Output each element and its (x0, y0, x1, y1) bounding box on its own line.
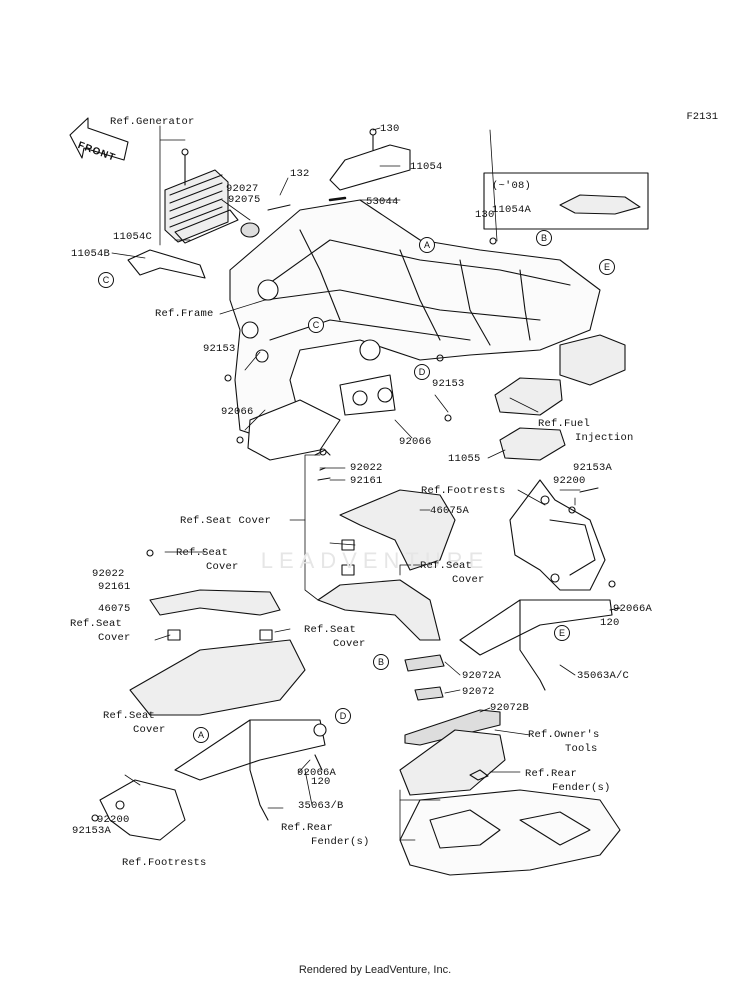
label-35063b[interactable]: 35063/B (298, 800, 344, 812)
label-ref-rear-fender-right-2[interactable]: Fender(s) (552, 782, 611, 794)
leader-lines (111, 125, 581, 841)
label-ref-owners-tools-2[interactable]: Tools (565, 743, 598, 755)
label-92022-left[interactable]: 92022 (92, 568, 125, 580)
label-46075a[interactable]: 46075A (430, 505, 470, 517)
callout-e-1: E (599, 259, 615, 275)
callout-d-2: D (335, 708, 351, 724)
callout-a-1: A (419, 237, 435, 253)
label-92072b[interactable]: 92072B (490, 702, 530, 714)
label-ref-seat-cover-5a[interactable]: Ref.Seat (304, 624, 357, 636)
strap-92072 (414, 686, 444, 701)
rear-fender-tray (399, 769, 621, 876)
label-92161-top[interactable]: 92161 (350, 475, 383, 487)
label-ref-rear-fender-left-1[interactable]: Ref.Rear (281, 822, 334, 834)
label-92200-left[interactable]: 92200 (97, 814, 130, 826)
tool-bag (399, 729, 506, 796)
label-ref-owners-tools-1[interactable]: Ref.Owner's (528, 729, 600, 741)
strap-92072a (404, 654, 445, 672)
label-92153-a[interactable]: 92153 (203, 343, 236, 355)
grab-rail-left (146, 549, 281, 641)
label-11054c[interactable]: 11054C (113, 231, 153, 243)
label-ref-fuel-1[interactable]: Ref.Fuel (538, 418, 591, 430)
label-ref-rear-fender-right-1[interactable]: Ref.Rear (525, 768, 578, 780)
ecu-cover (559, 334, 626, 386)
label-92153a-left[interactable]: 92153A (72, 825, 112, 837)
label-11055[interactable]: 11055 (448, 453, 481, 465)
callout-b-1: B (536, 230, 552, 246)
label-92066-b[interactable]: 92066 (399, 436, 432, 448)
strap-92072b (404, 709, 501, 746)
label-46075[interactable]: 46075 (98, 603, 131, 615)
callout-a-2: A (193, 727, 209, 743)
label-ref-seat-cover-4b[interactable]: Cover (98, 632, 131, 644)
label-92075[interactable]: 92075 (228, 194, 261, 206)
callout-c-2: C (308, 317, 324, 333)
rubber-92075 (240, 222, 260, 238)
footer-credit: Rendered by LeadVenture, Inc. (298, 964, 452, 976)
ecu-tray (494, 377, 563, 416)
label-92200-right[interactable]: 92200 (553, 475, 586, 487)
label-92072[interactable]: 92072 (462, 686, 495, 698)
grab-rail-right (314, 448, 456, 641)
bolt-132 (267, 204, 291, 211)
regulator-assembly (127, 148, 239, 279)
label-11054b[interactable]: 11054B (71, 248, 111, 260)
label-ref-seat-cover-2a[interactable]: Ref.Seat (420, 560, 473, 572)
label-92066a-left[interactable]: 92066A (297, 767, 337, 779)
label-92161-left[interactable]: 92161 (98, 581, 131, 593)
label-ref-seat-cover-3a[interactable]: Ref.Seat (176, 547, 229, 559)
label-92027[interactable]: 92027 (226, 183, 259, 195)
side-cover-left (129, 639, 306, 716)
label-ref-seat-cover-5b[interactable]: Cover (333, 638, 366, 650)
label-ref-footrests-right[interactable]: Ref.Footrests (421, 485, 506, 497)
label-130-mid[interactable]: 130 (475, 209, 495, 221)
footrest-bracket-right (509, 479, 606, 591)
footrest-bracket-left (91, 779, 186, 841)
label-ref-seat-cover-3b[interactable]: Cover (206, 561, 239, 573)
rubber-11055 (499, 427, 566, 461)
label-11054[interactable]: 11054 (410, 161, 443, 173)
label-ref-seat-cover-6a[interactable]: Ref.Seat (103, 710, 156, 722)
label-92066-a[interactable]: 92066 (221, 406, 254, 418)
front-arrow-icon (69, 117, 129, 161)
carrier-right (459, 580, 621, 691)
label-35063ac[interactable]: 35063A/C (577, 670, 630, 682)
watermark: LEADVENTURE (260, 548, 490, 573)
label-ref-seat-cover-2b[interactable]: Cover (452, 574, 485, 586)
label-120-right[interactable]: 120 (600, 617, 620, 629)
label-92153-b[interactable]: 92153 (432, 378, 465, 390)
label-132[interactable]: 132 (290, 168, 310, 180)
label-92072a[interactable]: 92072A (462, 670, 502, 682)
label-ref-footrests-left[interactable]: Ref.Footrests (122, 857, 207, 869)
label-92153a-right[interactable]: 92153A (573, 462, 613, 474)
label-92022-top[interactable]: 92022 (350, 462, 383, 474)
label-ref-fuel-2[interactable]: Injection (575, 432, 634, 444)
label-11054a[interactable]: 11054A (492, 204, 532, 216)
label-ref-rear-fender-left-2[interactable]: Fender(s) (311, 836, 370, 848)
callout-e-2: E (554, 625, 570, 641)
inset-label: (~'08) (492, 180, 532, 192)
carrier-left (174, 719, 327, 821)
diagram-code: F2131 (686, 111, 718, 123)
label-130-top[interactable]: 130 (380, 123, 400, 135)
inset-cover-part (559, 194, 641, 215)
label-ref-frame[interactable]: Ref.Frame (155, 308, 214, 320)
callout-c-1: C (98, 272, 114, 288)
callout-b-2: B (373, 654, 389, 670)
inset-box (483, 172, 649, 230)
label-120-left[interactable]: 120 (311, 776, 331, 788)
bracket-11054 (329, 144, 411, 191)
label-53044[interactable]: 53044 (366, 196, 399, 208)
main-frame (224, 199, 601, 461)
label-ref-seat-cover-1[interactable]: Ref.Seat Cover (180, 515, 272, 527)
callout-d-1: D (414, 364, 430, 380)
label-ref-seat-cover-4a[interactable]: Ref.Seat (70, 618, 123, 630)
label-92066a-right[interactable]: 92066A (613, 603, 653, 615)
label-ref-generator[interactable]: Ref.Generator (110, 116, 195, 128)
label-ref-seat-cover-6b[interactable]: Cover (133, 724, 166, 736)
